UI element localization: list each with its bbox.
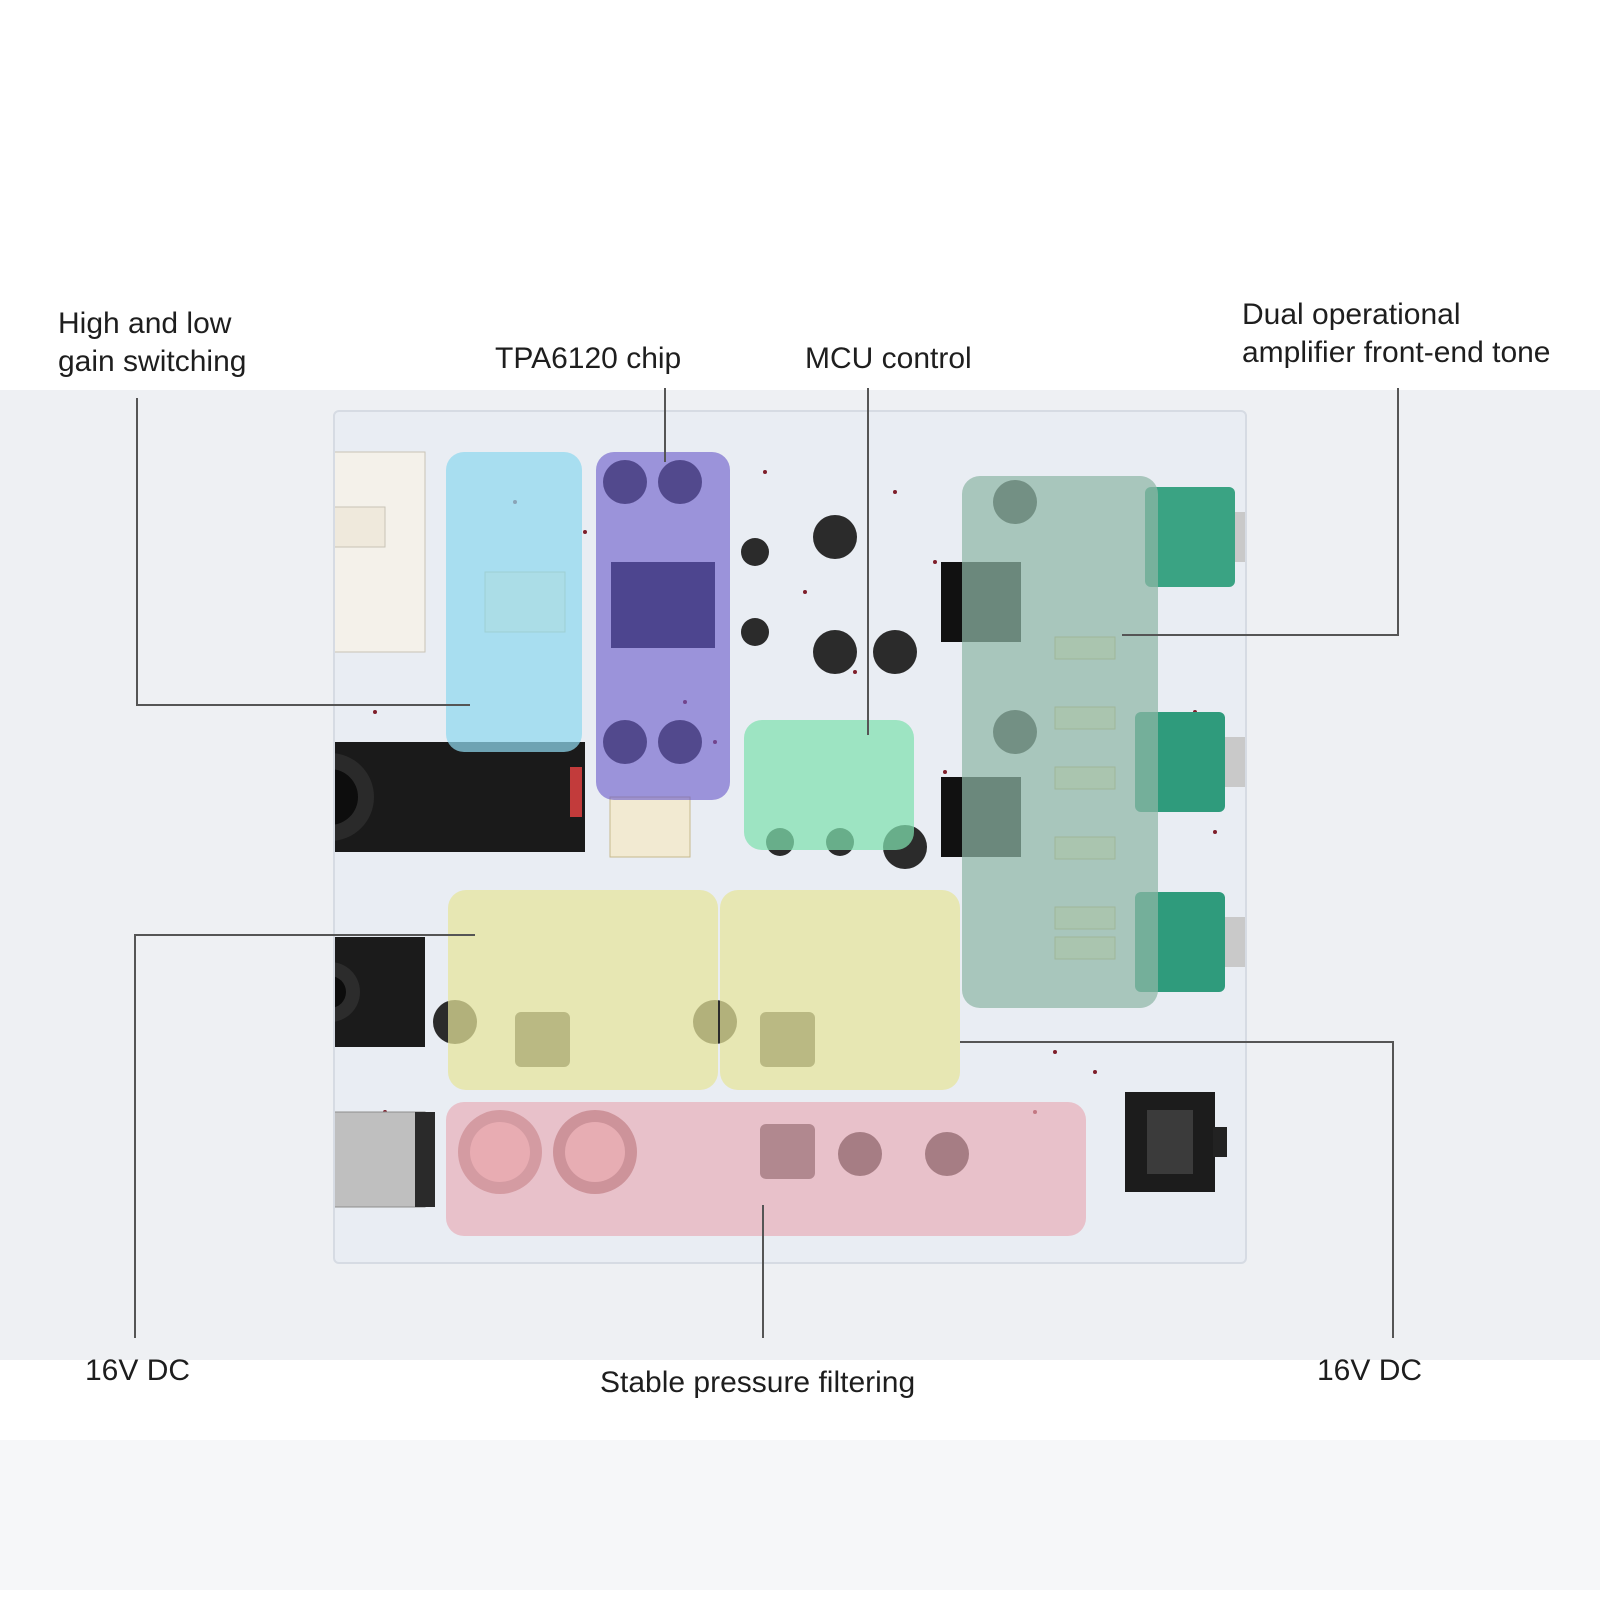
tpa6120-chip-label: TPA6120 chip — [495, 342, 682, 375]
leader-dc-left — [134, 934, 475, 1338]
dc-right-label: 16V DC — [1317, 1354, 1423, 1387]
dc-zone-left — [448, 890, 718, 1090]
bottom-band — [0, 1440, 1600, 1590]
power-switch — [1125, 1092, 1227, 1192]
mcu-control-label: MCU control — [805, 342, 972, 375]
leader-dual-opamp — [1122, 388, 1399, 636]
dual-opamp-zone — [962, 476, 1158, 1008]
dc-zone-right — [720, 890, 960, 1090]
dual-opamp-label: Dual operational amplifier front-end ton… — [1242, 298, 1551, 369]
leader-dc-right — [960, 1041, 1394, 1338]
mcu-control-zone — [744, 720, 914, 850]
headphone-jack-large — [286, 742, 585, 852]
leader-gain-switching — [136, 398, 470, 706]
gain-switching-zone — [446, 452, 582, 752]
dc-left-label: 16V DC — [85, 1354, 191, 1387]
tpa6120-zone — [596, 452, 730, 800]
filtering-zone — [446, 1102, 1086, 1236]
dc-jack — [324, 1111, 435, 1208]
filtering-label: Stable pressure filtering — [600, 1366, 916, 1399]
gain-switching-label: High and low gain switching — [58, 307, 247, 378]
